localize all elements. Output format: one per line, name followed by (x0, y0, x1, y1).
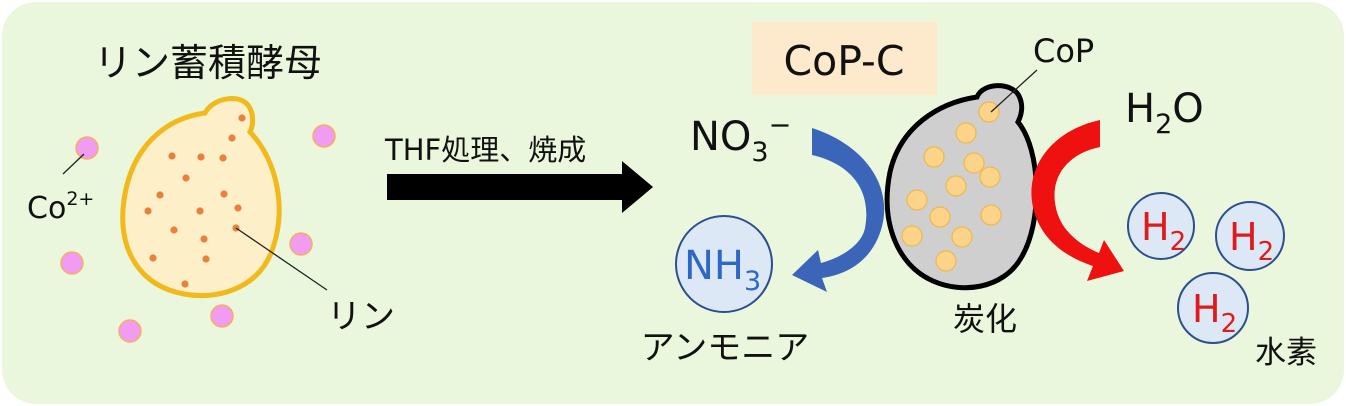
cop-particle (923, 146, 945, 168)
carbonization-label: 炭化 (953, 300, 1017, 338)
nitrate-charge: − (769, 110, 792, 141)
water-tail: O (1172, 86, 1203, 132)
phosphorus-dot (156, 191, 164, 199)
ammonia-bubble (675, 215, 773, 313)
cop-particle (906, 189, 928, 211)
cobalt-ion (118, 319, 142, 343)
cobalt-ion (60, 251, 84, 275)
nitrate-formula: NO3− (690, 110, 791, 168)
hydrogen-bubble-circle (1215, 201, 1285, 271)
phosphorus-dot (149, 254, 157, 262)
hydrogen-base: H (1192, 287, 1221, 331)
hydrogen-formula: H2 (1141, 205, 1186, 257)
phosphorus-dot (168, 152, 176, 160)
carbonized-cell (884, 83, 1039, 291)
phosphorus-dot (238, 114, 246, 122)
phosphorus-dot (144, 207, 152, 215)
cobalt-ion (289, 232, 313, 256)
ammonia-base: NH (684, 243, 744, 289)
water-subscript: 2 (1155, 109, 1172, 140)
cop-particle (901, 225, 923, 247)
cop-leader-line (990, 69, 1038, 113)
ammonia-formula: NH3 (684, 243, 761, 297)
evolution-arrow (1031, 120, 1124, 281)
product-label-bg (752, 22, 937, 95)
cop-particle (980, 204, 1002, 226)
cobalt-label-charge: 2+ (66, 188, 94, 210)
phosphorus-leader-line (235, 227, 328, 291)
hydrogen-formula: H2 (1192, 287, 1237, 339)
hydrogen-formula: H2 (1229, 215, 1274, 267)
cop-particle (945, 175, 967, 197)
phosphorus-dot (220, 190, 228, 198)
process-label: THF処理、焼成 (384, 133, 586, 167)
hydrogen-subscript: 2 (1221, 309, 1238, 339)
hydrogen-base: H (1141, 205, 1170, 249)
phosphorus-dot (196, 207, 204, 215)
phosphorus-dot (182, 174, 190, 182)
hydrogen-base: H (1229, 215, 1258, 259)
hydrogen-bubble-circle (1177, 272, 1249, 344)
hydrogen-bubble-2: H2 (1215, 201, 1285, 271)
yeast-title: リン蓄積酵母 (94, 41, 322, 85)
phosphorus-dot (200, 235, 208, 243)
hydrogen-subscript: 2 (1170, 227, 1187, 257)
ammonia-label: アンモニア (641, 328, 810, 368)
cop-particle (929, 206, 951, 228)
nitrate-subscript: 3 (751, 137, 768, 168)
cop-label: CoP (1033, 32, 1094, 70)
phosphorus-dot (181, 280, 189, 288)
cop-particle (963, 152, 985, 174)
yeast-cell (120, 96, 282, 299)
water-formula: H2O (1125, 86, 1204, 140)
phosphorus-dot (234, 204, 242, 212)
phosphorus-dot (197, 153, 205, 161)
hydrogen-bubble-3: H2 (1177, 272, 1249, 344)
reduction-arrow (792, 128, 885, 292)
cobalt-label: Co2+ (27, 188, 94, 226)
cobalt-ion (75, 136, 99, 160)
cop-particle (955, 122, 977, 144)
hydrogen-label: 水素 (1255, 335, 1317, 371)
nitrate-base: NO (690, 114, 751, 160)
water-base: H (1125, 86, 1155, 132)
cobalt-ion (210, 304, 234, 328)
cop-particle (978, 101, 1000, 123)
hydrogen-subscript: 2 (1258, 237, 1275, 267)
hydrogen-bubble-circle (1127, 192, 1195, 260)
phosphorus-dot (219, 154, 227, 162)
cop-particles (901, 101, 1002, 272)
cobalt-label-base: Co (27, 191, 66, 226)
ammonia-subscript: 3 (744, 266, 761, 297)
cop-particle (979, 166, 1001, 188)
phosphorus-dot (170, 226, 178, 234)
product-label: CoP-C (784, 37, 905, 85)
process-arrow (387, 161, 653, 213)
cop-particle (951, 226, 973, 248)
cop-particle (935, 250, 957, 272)
phosphorus-label: リン (327, 297, 395, 337)
cobalt-ions (60, 124, 336, 343)
cobalt-ion (312, 124, 336, 148)
hydrogen-bubble-1: H2 (1127, 192, 1195, 260)
phosphorus-dot (202, 255, 210, 263)
phosphorus-dot (228, 134, 236, 142)
yeast-body (120, 96, 282, 299)
cobalt-leader-line (62, 153, 85, 175)
